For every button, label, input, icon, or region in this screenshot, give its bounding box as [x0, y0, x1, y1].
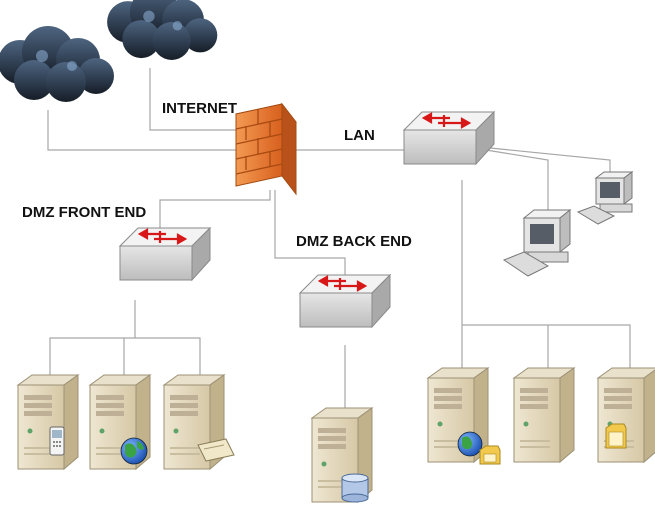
switch-dmz-front-icon — [118, 226, 212, 282]
link-dmz-front-bus — [49, 337, 201, 385]
switch-dmz-back-icon — [298, 273, 392, 329]
plain-server-icon — [513, 367, 575, 463]
link-lan-ws-large — [485, 149, 549, 215]
folder-icon — [605, 423, 627, 449]
link-firewall-dmz-back — [274, 190, 346, 282]
globe-icon — [120, 437, 148, 465]
phone-server-icon — [17, 374, 79, 470]
dmz-front-end-label: DMZ FRONT END — [22, 204, 146, 221]
switch-lan-icon — [402, 110, 496, 166]
phone-icon — [49, 426, 65, 456]
database-server-icon — [311, 407, 373, 503]
web-file-server-icon — [427, 367, 501, 465]
globe-icon — [457, 431, 483, 457]
folder-icon — [479, 445, 501, 465]
link-lan-ws-small — [489, 147, 611, 175]
workstation-large-icon — [502, 208, 572, 277]
internet-label: INTERNET — [162, 100, 237, 117]
lan-label: LAN — [344, 127, 375, 144]
cloud-right-icon — [107, 0, 218, 61]
web-server-icon — [89, 374, 151, 470]
mail-server-icon — [163, 374, 235, 470]
file-server-icon — [597, 367, 655, 463]
network-links — [47, 68, 631, 410]
dmz-back-end-label: DMZ BACK END — [296, 233, 412, 250]
link-lan-bus — [461, 324, 631, 375]
link-cloud-right-firewall — [149, 68, 250, 131]
workstation-small-icon — [576, 171, 634, 225]
cloud-left-icon — [0, 26, 114, 102]
document-icon — [197, 438, 235, 462]
database-icon — [341, 473, 369, 503]
firewall-icon — [235, 102, 297, 196]
link-firewall-dmz-front — [159, 190, 271, 235]
link-cloud-left-firewall — [47, 110, 250, 151]
